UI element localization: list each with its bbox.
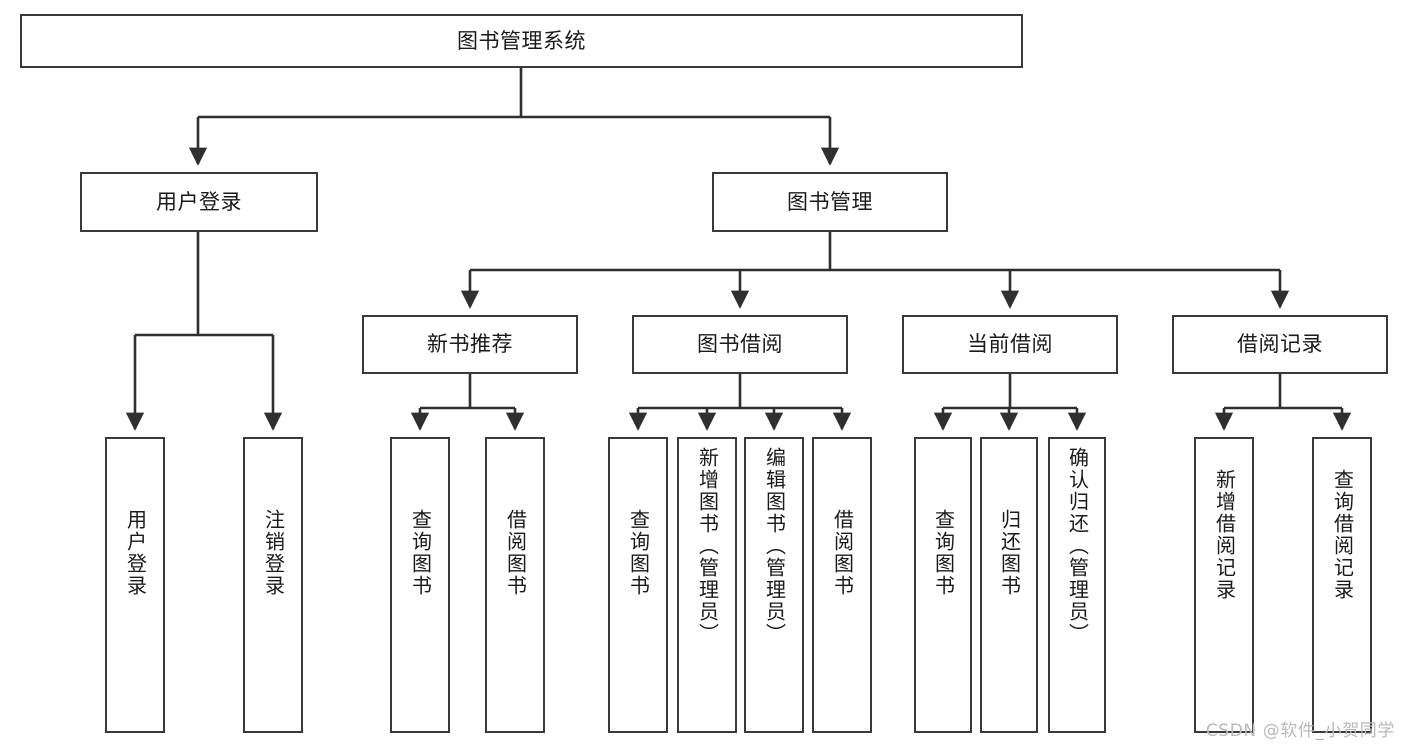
node-label: 借阅图书 — [830, 509, 855, 597]
leaf-book-borrow-borrow-book[interactable]: 借阅图书 — [812, 437, 872, 733]
node-label: 借阅图书 — [503, 509, 528, 597]
node-label: 新增图书（管理员） — [695, 447, 720, 645]
node-label: 图书管理 — [787, 189, 873, 214]
node-new-book-recommend[interactable]: 新书推荐 — [362, 315, 578, 374]
leaf-book-borrow-edit-book-admin[interactable]: 编辑图书（管理员） — [744, 437, 804, 733]
node-label: 用户登录 — [123, 509, 148, 597]
leaf-current-borrow-confirm-return-admin[interactable]: 确认归还（管理员） — [1048, 437, 1106, 733]
node-label: 注销登录 — [261, 509, 286, 597]
leaf-new-book-borrow-book[interactable]: 借阅图书 — [485, 437, 545, 733]
node-book-borrow[interactable]: 图书借阅 — [632, 315, 848, 374]
node-label: 当前借阅 — [967, 332, 1053, 357]
node-root-book-management-system[interactable]: 图书管理系统 — [20, 14, 1023, 68]
node-user-login[interactable]: 用户登录 — [80, 172, 318, 232]
node-label: 确认归还（管理员） — [1065, 447, 1090, 645]
node-label: 查询借阅记录 — [1330, 469, 1355, 601]
node-label: 借阅记录 — [1237, 332, 1323, 357]
leaf-current-borrow-query-book[interactable]: 查询图书 — [914, 437, 972, 733]
node-label: 编辑图书（管理员） — [762, 447, 787, 645]
leaf-book-borrow-query-book[interactable]: 查询图书 — [608, 437, 668, 733]
leaf-new-book-query-book[interactable]: 查询图书 — [390, 437, 450, 733]
leaf-borrow-record-add-record[interactable]: 新增借阅记录 — [1194, 437, 1254, 733]
node-borrow-record[interactable]: 借阅记录 — [1172, 315, 1388, 374]
node-label: 查询图书 — [408, 509, 433, 597]
node-label: 新增借阅记录 — [1212, 469, 1237, 601]
leaf-book-borrow-add-book-admin[interactable]: 新增图书（管理员） — [677, 437, 737, 733]
node-current-borrow[interactable]: 当前借阅 — [902, 315, 1118, 374]
node-label: 归还图书 — [997, 509, 1022, 597]
node-label: 查询图书 — [931, 509, 956, 597]
node-label: 查询图书 — [626, 509, 651, 597]
node-label: 新书推荐 — [427, 332, 513, 357]
node-label: 用户登录 — [156, 189, 242, 214]
leaf-borrow-record-query-record[interactable]: 查询借阅记录 — [1312, 437, 1372, 733]
leaf-current-borrow-return-book[interactable]: 归还图书 — [980, 437, 1038, 733]
leaf-user-login-logout[interactable]: 注销登录 — [243, 437, 303, 733]
node-label: 图书管理系统 — [457, 28, 586, 53]
node-book-management[interactable]: 图书管理 — [712, 172, 948, 232]
leaf-user-login-login[interactable]: 用户登录 — [105, 437, 165, 733]
node-label: 图书借阅 — [697, 332, 783, 357]
csdn-watermark: CSDN @软件_小贺同学 — [1205, 721, 1395, 741]
